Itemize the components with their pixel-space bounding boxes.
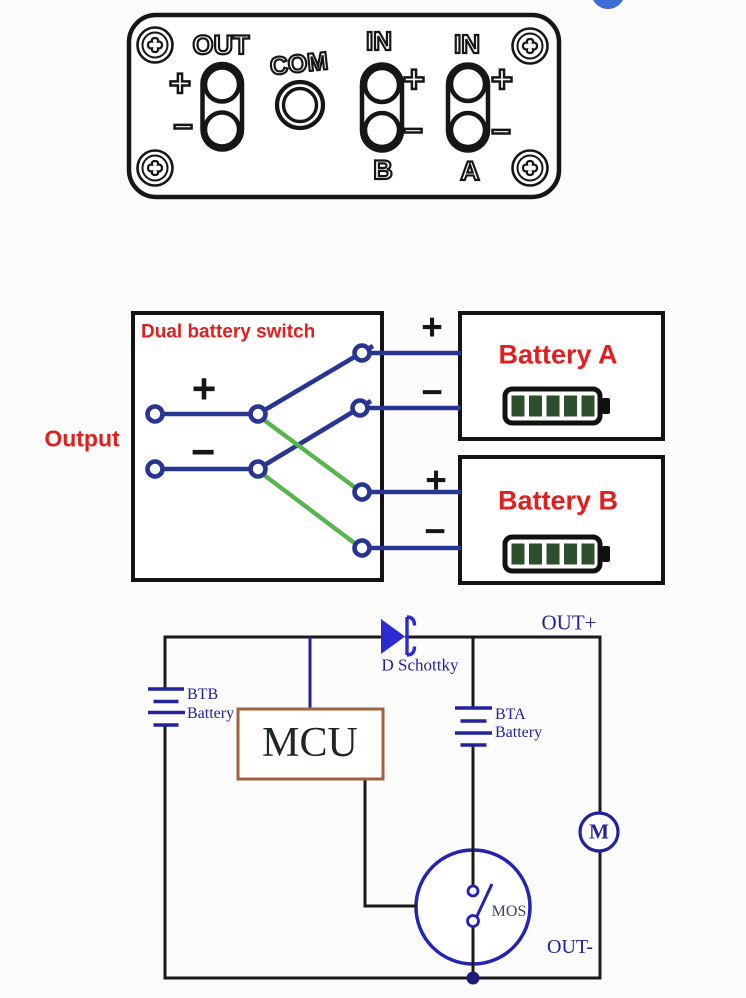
screw-icon	[136, 149, 174, 187]
out-terminal	[200, 61, 245, 152]
in-a-plus-sign: +	[491, 59, 513, 101]
switch-title: Dual battery switch	[141, 321, 316, 343]
switch-schematic	[131, 311, 665, 585]
switch-alt-paths	[258, 415, 359, 547]
screw-icon	[511, 149, 549, 187]
battery-b-plus-sign: +	[425, 459, 447, 501]
battery-a-minus-sign: −	[421, 371, 443, 413]
battery-b-minus-sign: −	[424, 510, 446, 552]
in-b-terminal	[359, 62, 405, 153]
cropped-blue-circle	[593, 0, 623, 9]
battery-a-label: Battery A	[498, 339, 618, 370]
mos-label: MOS	[491, 903, 527, 920]
output-plus-sign: +	[191, 365, 217, 412]
screw-icon	[511, 27, 549, 65]
panel-lettering: OUT COM IN IN + − + − + − B A	[168, 25, 515, 187]
out-plus-label: OUT+	[541, 610, 597, 635]
btb-battery-label: Battery	[187, 705, 235, 722]
screw-icon	[136, 26, 174, 64]
in-a-terminal	[445, 62, 491, 153]
mos-switch-contacts	[466, 883, 494, 928]
bta-battery-symbol	[455, 706, 492, 747]
bta-label: BTA	[495, 706, 526, 723]
terminal-panel	[126, 12, 562, 200]
output-minus-sign: −	[190, 428, 216, 475]
in-a-minus-sign: −	[491, 113, 511, 151]
schottky-diode-icon	[381, 615, 417, 657]
terminal-a-label: A	[460, 156, 480, 186]
battery-b-label: Battery B	[497, 485, 619, 516]
motor-label: M	[589, 819, 609, 844]
terminal-b-label: B	[373, 155, 393, 185]
mcu-label: MCU	[262, 720, 358, 766]
switch-contacts	[145, 343, 372, 558]
out-minus-label: OUT-	[547, 936, 593, 958]
battery-level-icon	[502, 534, 610, 574]
com-terminal	[274, 79, 326, 131]
btb-label: BTB	[187, 686, 219, 703]
com-label: COM	[269, 47, 330, 81]
in-a-label: IN	[454, 29, 480, 59]
circuit-wires	[163, 635, 602, 980]
mcu-box	[236, 707, 385, 781]
switch-wires	[155, 344, 461, 551]
switch-box	[131, 311, 384, 582]
battery-level-icon	[502, 386, 610, 426]
out-minus-sign: −	[173, 108, 193, 146]
panel-outline	[126, 12, 562, 200]
schottky-label: D Schottky	[381, 655, 459, 675]
output-label: Output	[44, 425, 120, 452]
circuit-diagram	[148, 615, 620, 985]
out-label: OUT	[193, 30, 251, 60]
battery-a-plus-sign: +	[421, 306, 443, 348]
in-b-plus-sign: +	[403, 59, 425, 101]
btb-battery-symbol	[148, 687, 185, 727]
bta-battery-label: Battery	[495, 724, 543, 741]
junction-dot	[466, 971, 480, 985]
in-b-minus-sign: −	[403, 112, 423, 150]
motor-circle	[578, 811, 620, 853]
in-b-label: IN	[366, 26, 392, 56]
out-plus-sign: +	[169, 63, 191, 105]
